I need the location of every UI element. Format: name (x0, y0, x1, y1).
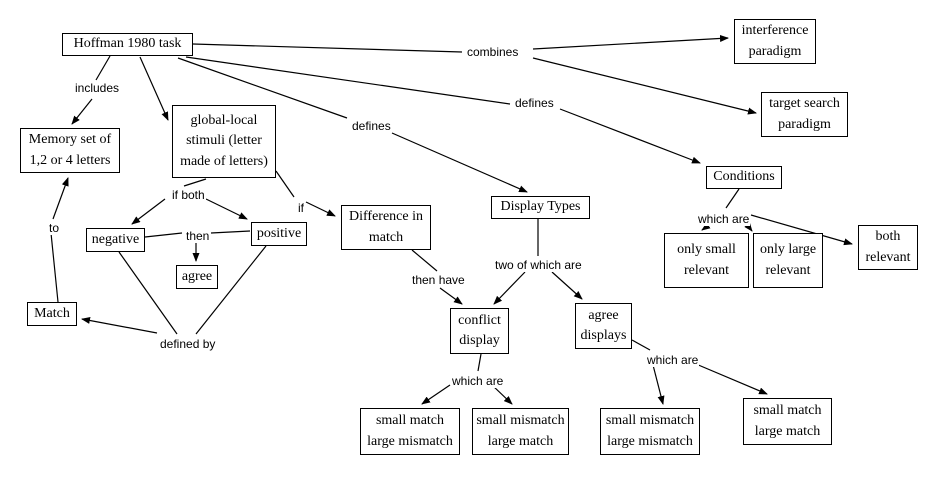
edge-global-local-to-if-both (183, 178, 207, 187)
edge-which-are-to-small-match-large-match (695, 363, 768, 395)
node-target-search[interactable]: target search paradigm (761, 92, 848, 137)
edge-if-both-to-positive (205, 198, 248, 220)
node-only-large[interactable]: only large relevant (753, 233, 823, 288)
link-label-which-are-agree: which are (646, 353, 700, 368)
edge-hoffman-to-defines-cond (185, 56, 511, 105)
node-small-match-large-match[interactable]: small match large match (743, 398, 832, 445)
link-label-two-of-which-are: two of which are (494, 258, 583, 273)
edges (50, 34, 853, 405)
edge-negative-to-then (144, 232, 183, 238)
edge-combines-to-interference (532, 34, 729, 50)
edge-hoffman-to-includes (95, 55, 111, 81)
node-display-types[interactable]: Display Types (491, 196, 590, 219)
link-label-defined-by: defined by (159, 337, 217, 352)
edge-hoffman-to-combines (192, 43, 463, 53)
edge-defines-to-display-types (391, 132, 528, 193)
edge-global-local-to-if (275, 170, 295, 198)
edge-conflict-to-which-are (477, 353, 482, 372)
edge-difference-to-then-have (411, 249, 438, 272)
edge-which-are-to-small-match-large-mismatch (421, 384, 451, 405)
node-negative[interactable]: negative (86, 228, 145, 252)
node-positive[interactable]: positive (251, 222, 307, 246)
edge-defines-to-conditions (559, 108, 701, 164)
node-interference[interactable]: interference paradigm (734, 19, 816, 64)
node-only-small[interactable]: only small relevant (664, 233, 749, 288)
edge-match-to-to (50, 232, 59, 303)
node-small-mismatch-large-mismatch[interactable]: small mismatch large mismatch (600, 408, 700, 455)
edge-which-are-to-both-relevant (750, 214, 853, 246)
edge-negative-to-defined-by (118, 251, 178, 335)
edge-which-are-to-small-mismatch-large-mismatch (652, 364, 665, 405)
edge-hoffman-to-defines-display (177, 57, 348, 119)
node-small-match-large-mismatch[interactable]: small match large mismatch (360, 408, 460, 455)
node-agree-displays[interactable]: agree displays (575, 303, 632, 349)
edge-if-both-to-negative (131, 198, 166, 225)
link-label-then: then (185, 229, 211, 244)
link-label-defines-display: defines (351, 119, 392, 134)
node-small-mismatch-large-match[interactable]: small mismatch large match (472, 408, 569, 455)
link-label-combines: combines (466, 45, 520, 60)
node-conflict-display[interactable]: conflict display (450, 308, 509, 354)
edge-hoffman-to-global-local (139, 56, 169, 121)
edge-to-to-memory-set (52, 177, 69, 220)
edge-positive-to-defined-by (195, 245, 267, 335)
edge-then-have-to-conflict (439, 287, 463, 305)
node-memory-set[interactable]: Memory set of 1,2 or 4 letters (20, 128, 120, 173)
edge-then-to-positive (210, 230, 251, 234)
edge-conditions-to-which-are (725, 188, 740, 209)
node-global-local[interactable]: global-local stimuli (letter made of let… (172, 105, 276, 178)
link-label-if-both: if both (171, 188, 206, 203)
node-hoffman[interactable]: Hoffman 1980 task (62, 33, 193, 56)
edge-two-to-agree-displays (551, 271, 583, 300)
node-conditions[interactable]: Conditions (706, 166, 782, 189)
node-difference-match[interactable]: Difference in match (341, 205, 431, 250)
link-label-if: if (297, 201, 305, 216)
link-label-to: to (48, 221, 61, 236)
edge-includes-to-memory-set (71, 98, 93, 125)
link-label-which-are-conflict: which are (451, 374, 505, 389)
link-label-defines-conditions: defines (514, 96, 555, 111)
edge-if-to-difference (305, 201, 336, 217)
link-label-includes: includes (74, 81, 121, 96)
link-label-then-have: then have (411, 273, 466, 288)
edge-agree-displays-to-which-are (631, 339, 651, 351)
edge-defined-by-to-match (81, 317, 158, 334)
edge-two-to-conflict (493, 271, 526, 305)
link-label-which-are-conditions: which are (697, 212, 751, 227)
edge-combines-to-target-search (532, 57, 757, 115)
node-match[interactable]: Match (27, 302, 77, 326)
node-both-relevant[interactable]: both relevant (858, 225, 918, 270)
node-agree[interactable]: agree (176, 265, 218, 289)
